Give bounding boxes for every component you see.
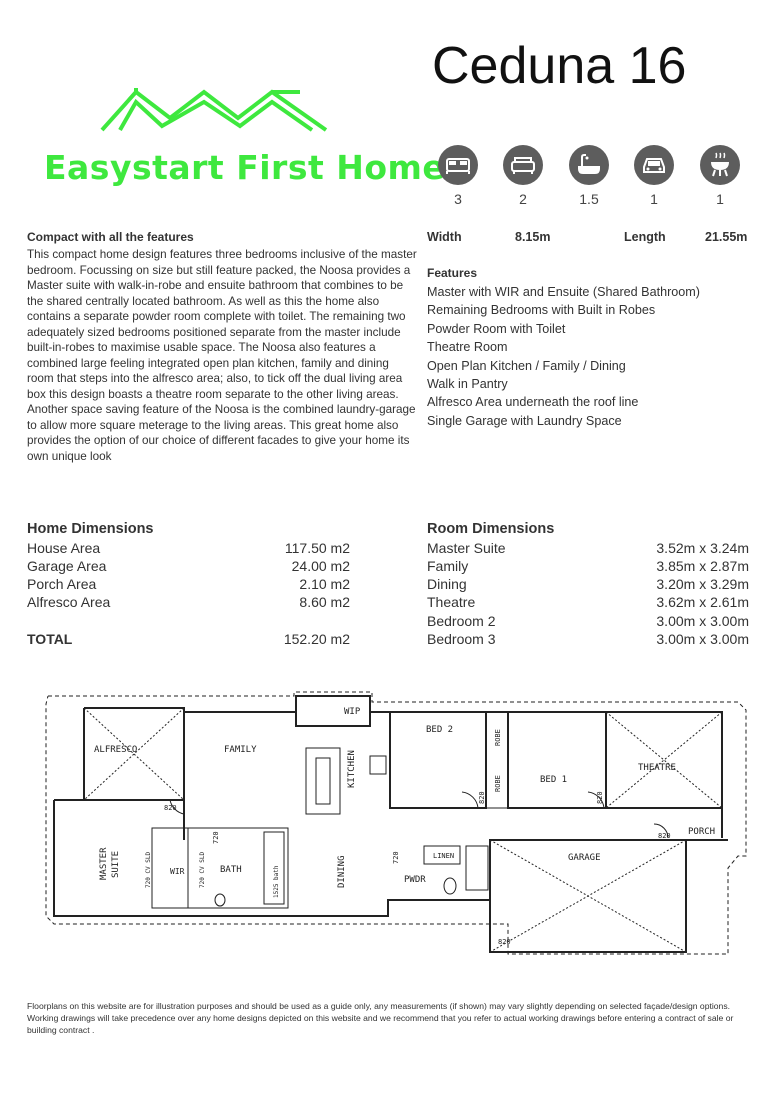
room-bath: BATH [220, 865, 242, 875]
room-wir: WIR [170, 867, 185, 876]
room-family: FAMILY [224, 745, 257, 755]
length-value: 21.55m [705, 230, 748, 244]
home-dimensions-heading: Home Dimensions [27, 521, 154, 537]
brand-name: Easystart First Homes [44, 148, 466, 187]
door-size: 820 [498, 938, 511, 946]
room-dimensions-heading: Room Dimensions [427, 521, 555, 537]
room-dim-row: Master Suite 3.52m x 3.24m [427, 539, 749, 557]
room-linen: LINEN [433, 852, 454, 860]
feature-item: Alfresco Area underneath the roof line [427, 395, 639, 410]
garage-count: 1 [650, 191, 658, 207]
row-value: 8.60 m2 [299, 594, 350, 610]
bedrooms-count: 3 [454, 191, 462, 207]
row-label: Theatre [427, 594, 476, 610]
row-label: Master Suite [427, 540, 506, 556]
feature-item: Open Plan Kitchen / Family / Dining [427, 358, 626, 373]
room-robe1: ROBE [494, 729, 502, 746]
door-size: 720 [392, 851, 400, 864]
length-label: Length [624, 230, 666, 244]
label-cv-sld: 720 CV SLD [199, 851, 206, 888]
alfresco-count: 1 [716, 191, 724, 207]
room-wip: WIP [344, 707, 361, 717]
room-dining: DINING [337, 855, 347, 888]
room-garage: GARAGE [568, 853, 601, 863]
summary-text: This compact home design features three … [27, 248, 417, 463]
room-master: MASTER [99, 847, 109, 880]
room-dim-row: Bedroom 3 3.00m x 3.00m [427, 630, 749, 648]
door-size: 820 [164, 804, 177, 812]
row-value: 24.00 m2 [291, 558, 350, 574]
room-alfresco: ALFRESCO [94, 745, 137, 755]
room-bed2: BED 2 [426, 725, 453, 735]
sofa-icon [503, 145, 543, 185]
feature-item: Remaining Bedrooms with Built in Robes [427, 303, 656, 318]
feature-item: Walk in Pantry [427, 376, 508, 391]
row-label: Bedroom 3 [427, 631, 496, 647]
bbq-icon [700, 145, 740, 185]
room-kitchen: KITCHEN [347, 750, 357, 788]
disclaimer: Floorplans on this website are for illus… [27, 1001, 734, 1035]
row-value: 3.52m x 3.24m [656, 540, 749, 556]
living-count: 2 [519, 191, 527, 207]
room-bed1: BED 1 [540, 775, 567, 785]
row-label: Alfresco Area [27, 594, 111, 610]
label-cv-sld: 720 CV SLD [145, 851, 152, 888]
bath-icon [569, 145, 609, 185]
home-dim-row: Porch Area 2.10 m2 [27, 575, 350, 593]
room-dim-row: Bedroom 2 3.00m x 3.00m [427, 612, 749, 630]
row-value: 3.00m x 3.00m [656, 631, 749, 647]
row-value: 3.85m x 2.87m [656, 558, 749, 574]
row-value: 3.20m x 3.29m [656, 576, 749, 592]
door-size: 820 [478, 791, 486, 804]
door-size: 720 [212, 831, 220, 844]
room-theatre: THEATRE [638, 763, 676, 773]
label-bath-size: 1525 bath [273, 865, 280, 898]
home-dim-row: Garage Area 24.00 m2 [27, 557, 350, 575]
car-icon [634, 145, 674, 185]
row-label: Family [427, 558, 469, 574]
row-value: 3.00m x 3.00m [656, 613, 749, 629]
room-pwdr: PWDR [404, 875, 426, 885]
floorplan: ALFRESCO FAMILY WIP KITCHEN BED 2 ROBE R… [45, 691, 747, 955]
total-label: TOTAL [27, 631, 73, 647]
row-label: Dining [427, 576, 467, 592]
room-dim-row: Dining 3.20m x 3.29m [427, 575, 749, 593]
home-dim-total: TOTAL 152.20 m2 [27, 630, 350, 648]
row-label: House Area [27, 540, 101, 556]
feature-item: Single Garage with Laundry Space [427, 413, 622, 428]
room-dim-row: Theatre 3.62m x 2.61m [427, 593, 749, 611]
row-label: Bedroom 2 [427, 613, 496, 629]
bed-icon [438, 145, 478, 185]
row-value: 3.62m x 2.61m [656, 594, 749, 610]
width-value: 8.15m [515, 230, 551, 244]
features-list: Master with WIR and Ensuite (Shared Bath… [427, 283, 757, 430]
feature-item: Master with WIR and Ensuite (Shared Bath… [427, 285, 700, 299]
room-robe2: ROBE [494, 775, 502, 792]
bathrooms-count: 1.5 [579, 191, 599, 207]
row-value: 117.50 m2 [284, 540, 350, 556]
door-size: 820 [596, 791, 604, 804]
row-value: 2.10 m2 [299, 576, 350, 592]
features-heading: Features [427, 266, 478, 280]
home-dim-row: House Area 117.50 m2 [27, 539, 350, 557]
logo-roof-icon [100, 88, 328, 132]
summary-heading: Compact with all the features [27, 230, 194, 244]
feature-item: Powder Room with Toilet [427, 321, 566, 336]
width-label: Width [427, 230, 462, 244]
door-size: 820 [658, 832, 671, 840]
page-title: Ceduna 16 [432, 37, 687, 95]
feature-item: Theatre Room [427, 340, 508, 355]
total-value: 152.20 m2 [283, 631, 350, 647]
row-label: Garage Area [27, 558, 107, 574]
home-dim-row: Alfresco Area 8.60 m2 [27, 593, 350, 611]
row-label: Porch Area [27, 576, 97, 592]
room-dim-row: Family 3.85m x 2.87m [427, 557, 749, 575]
room-porch: PORCH [688, 827, 715, 837]
room-suite: SUITE [111, 851, 121, 878]
